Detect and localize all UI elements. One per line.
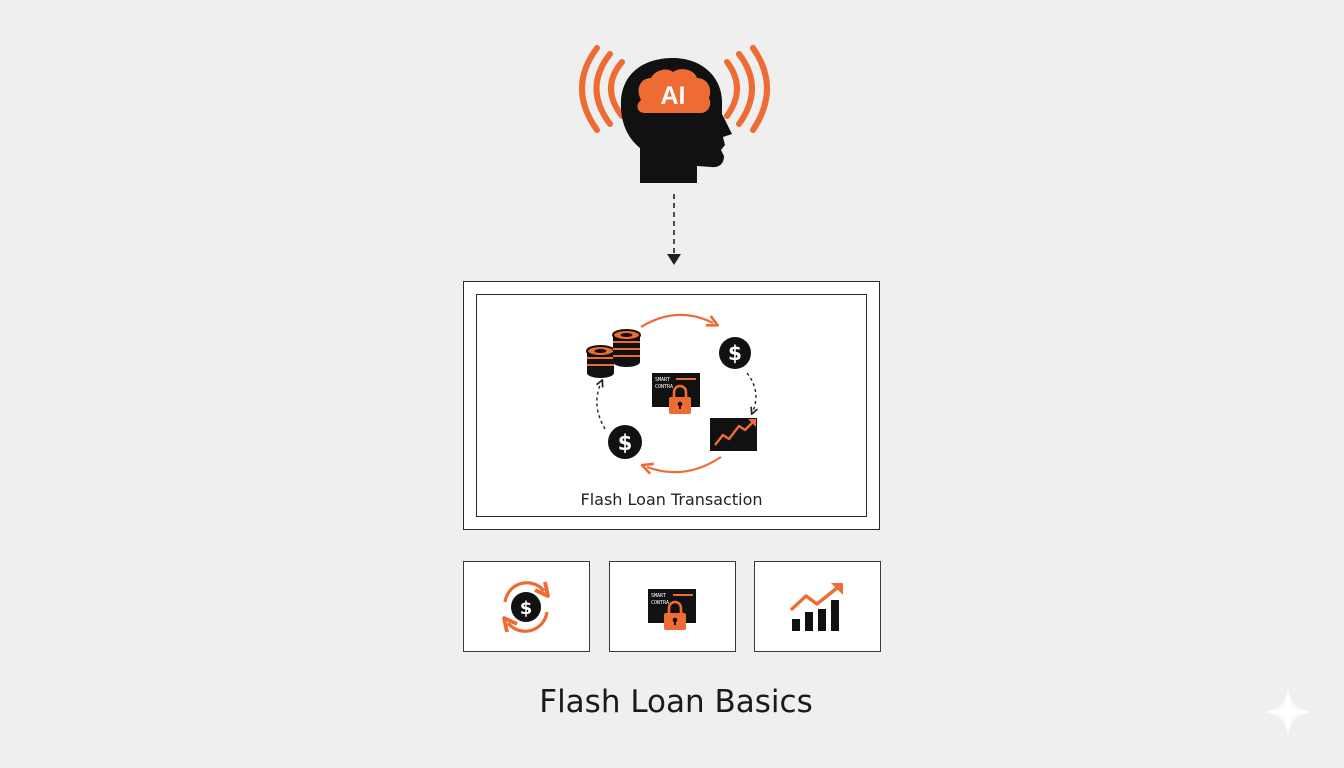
svg-text:CONTRA: CONTRA xyxy=(651,600,669,606)
svg-text:$: $ xyxy=(618,431,633,455)
arrow-to-coins xyxy=(597,383,606,430)
smart-contract-lock-icon: SMART CONTRA xyxy=(648,589,696,630)
tile-smart-contract: SMART CONTRA xyxy=(609,561,736,652)
signal-waves-right-icon xyxy=(724,45,770,133)
flash-loan-diagram-inner: $ SMART CONTRA xyxy=(476,294,867,517)
growth-chart-icon xyxy=(790,583,843,631)
dollar-cycle-icon: $ xyxy=(464,581,588,633)
page-title: Flash Loan Basics xyxy=(539,684,813,720)
sparkle-icon xyxy=(1264,688,1312,736)
ai-head-icon: AI xyxy=(579,45,770,183)
svg-text:SMART: SMART xyxy=(651,593,666,599)
flash-loan-diagram-frame: $ SMART CONTRA xyxy=(463,281,880,530)
arrow-to-chart xyxy=(746,372,756,411)
svg-text:$: $ xyxy=(520,598,533,619)
smart-contract-lock-icon: SMART CONTRA xyxy=(652,373,700,414)
dollar-coin-icon: $ xyxy=(719,337,751,369)
brain-icon xyxy=(637,69,711,114)
arrow-to-repay xyxy=(647,456,722,472)
svg-text:CONTRA: CONTRA xyxy=(655,384,673,390)
flash-loan-cycle: $ SMART CONTRA xyxy=(586,313,869,519)
tile-growth-chart xyxy=(754,561,881,652)
svg-text:$: $ xyxy=(728,341,742,365)
dollar-coin-icon: $ xyxy=(608,425,642,459)
price-chart-icon xyxy=(710,418,757,451)
arrow-to-dollar xyxy=(640,313,713,328)
tile-dollar-cycle: $ xyxy=(463,561,590,652)
brain-label: AI xyxy=(661,82,686,110)
dashed-connector-arrow xyxy=(667,194,681,265)
signal-waves-left-icon xyxy=(579,45,625,133)
diagram-caption: Flash Loan Transaction xyxy=(580,490,763,509)
coin-stacks-icon xyxy=(586,329,641,378)
svg-text:SMART: SMART xyxy=(655,377,670,383)
